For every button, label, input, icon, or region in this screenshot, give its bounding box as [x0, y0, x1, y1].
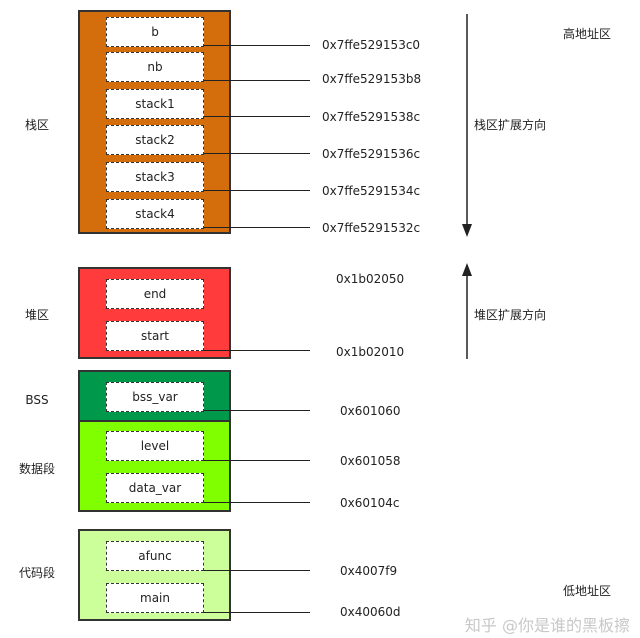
code-segment: [78, 529, 231, 621]
stack-var-stack1: stack1: [106, 89, 204, 119]
code-var-main: main: [106, 583, 204, 613]
stack-direction-arrowhead: [462, 224, 472, 237]
address-main: 0x40060d: [340, 605, 401, 619]
address-afunc: 0x4007f9: [340, 564, 398, 578]
pointer-line-afunc: [204, 570, 310, 571]
data-var-level: level: [106, 431, 204, 461]
heap-direction-arrowhead: [462, 263, 472, 276]
address-stack2: 0x7ffe5291536c: [322, 147, 421, 161]
heap-direction-label: 堆区扩展方向: [474, 308, 547, 322]
address-level: 0x601058: [340, 454, 401, 468]
high-address-label: 高地址区: [563, 27, 612, 41]
address-start: 0x1b02010: [336, 345, 405, 359]
watermark: 知乎 @你是谁的黑板擦: [464, 616, 630, 635]
address-stack3: 0x7ffe5291534c: [322, 184, 421, 198]
code-segment-label: 代码段: [18, 566, 55, 580]
pointer-line-data_var: [204, 502, 310, 503]
stack-direction-label: 栈区扩展方向: [474, 118, 547, 132]
heap-segment-label: 堆区: [24, 308, 49, 322]
pointer-line-nb: [204, 80, 310, 81]
stack-segment: [78, 10, 231, 234]
pointer-line-b: [204, 45, 310, 46]
stack-segment-label: 栈区: [24, 118, 49, 132]
stack-var-stack2: stack2: [106, 125, 204, 155]
stack-var-b: b: [106, 17, 204, 47]
pointer-line-main: [204, 612, 310, 613]
address-nb: 0x7ffe529153b8: [322, 72, 422, 86]
address-data_var: 0x60104c: [340, 496, 400, 510]
heap-var-start: start: [106, 321, 204, 351]
data-segment-label: 数据段: [18, 462, 55, 476]
pointer-line-stack3: [204, 190, 310, 191]
address-end: 0x1b02050: [336, 272, 405, 286]
address-stack1: 0x7ffe5291538c: [322, 110, 421, 124]
pointer-line-stack2: [204, 153, 310, 154]
bss-segment-label: BSS: [25, 393, 49, 407]
pointer-line-start: [204, 350, 310, 351]
heap-var-end: end: [106, 279, 204, 309]
data-var-data_var: data_var: [106, 473, 204, 503]
code-var-afunc: afunc: [106, 541, 204, 571]
pointer-line-level: [204, 460, 310, 461]
address-b: 0x7ffe529153c0: [322, 38, 421, 52]
bss-var-bss_var: bss_var: [106, 382, 204, 412]
stack-var-nb: nb: [106, 52, 204, 82]
pointer-line-stack1: [204, 116, 310, 117]
low-address-label: 低地址区: [563, 584, 612, 598]
stack-var-stack3: stack3: [106, 162, 204, 192]
pointer-line-stack4: [204, 227, 310, 228]
stack-var-stack4: stack4: [106, 199, 204, 229]
address-bss_var: 0x601060: [340, 404, 401, 418]
address-stack4: 0x7ffe5291532c: [322, 221, 421, 235]
pointer-line-bss_var: [204, 410, 310, 411]
